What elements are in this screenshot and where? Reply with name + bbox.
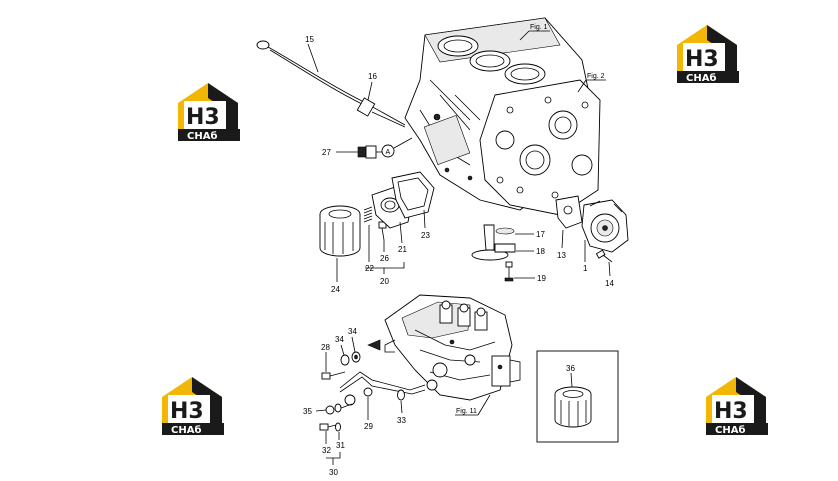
bolt-26: [378, 221, 387, 241]
bolt-35: [325, 403, 353, 415]
label-16: 16: [368, 72, 377, 81]
svg-text:CHAб: CHAб: [686, 72, 716, 84]
label-26: 26: [380, 254, 389, 263]
label-23: 23: [421, 231, 430, 240]
svg-text:H3: H3: [714, 399, 748, 424]
label-30: 30: [329, 468, 338, 477]
pump-bolt: [595, 249, 613, 263]
label-24: 24: [331, 285, 340, 294]
oil-pipe: [339, 371, 426, 406]
figure-ref-1[interactable]: Fig. 1: [519, 24, 550, 41]
dipstick: [256, 40, 406, 128]
fuel-injection-pump: [384, 294, 521, 401]
fig2-label[interactable]: Fig. 2: [587, 73, 605, 80]
watermark-logo-bottom-right: H3 CHAб: [706, 377, 768, 436]
label-34-a: 34: [335, 335, 344, 344]
svg-text:CHAб: CHAб: [715, 424, 745, 436]
oil-pump: [555, 195, 629, 253]
inset-box-36: [536, 350, 619, 443]
watermark-logo-top-left: H3 CHAб: [178, 83, 240, 142]
label-15: 15: [305, 35, 314, 44]
label-20: 20: [380, 277, 389, 286]
bolt-31-32: [319, 422, 341, 432]
label-33: 33: [397, 416, 406, 425]
figure-ref-2[interactable]: Fig. 2: [577, 73, 606, 93]
label-22: 22: [365, 264, 374, 273]
oil-pressure-switch: [357, 145, 385, 159]
relief-spring: [363, 206, 373, 223]
label-13: 13: [557, 251, 566, 260]
label-14: 14: [605, 279, 614, 288]
fig11-label[interactable]: Fig. 11: [456, 408, 477, 415]
gasket-23: [391, 171, 435, 219]
label-36: 36: [566, 364, 575, 373]
svg-text:CHAб: CHAб: [187, 130, 217, 142]
label-21: 21: [398, 245, 407, 254]
watermark-logo-top-right: H3 CHAб: [677, 25, 739, 84]
figure-ref-11[interactable]: Fig. 11: [455, 394, 491, 416]
bolt-28: [321, 371, 346, 380]
svg-text:A: A: [386, 149, 391, 156]
svg-text:H3: H3: [186, 105, 220, 130]
label-1: 1: [583, 264, 588, 273]
label-35: 35: [303, 407, 312, 416]
label-34-b: 34: [348, 327, 357, 336]
label-32: 32: [322, 446, 331, 455]
fitting-arrow: [367, 339, 381, 351]
label-18: 18: [536, 247, 545, 256]
label-28: 28: [321, 343, 330, 352]
watermark-logo-bottom-left: H3 CHAб: [162, 377, 224, 436]
oil-filter-24: [319, 205, 361, 257]
label-31: 31: [336, 441, 345, 450]
label-19: 19: [537, 274, 546, 283]
callout-a[interactable]: A: [381, 137, 413, 158]
label-29: 29: [364, 422, 373, 431]
svg-text:H3: H3: [170, 399, 204, 424]
label-17: 17: [536, 230, 545, 239]
svg-text:H3: H3: [685, 47, 719, 72]
oil-strainer: [471, 224, 516, 282]
label-27: 27: [322, 148, 331, 157]
svg-text:CHAб: CHAб: [171, 424, 201, 436]
fig1-label[interactable]: Fig. 1: [530, 24, 548, 31]
cylinder-block: [404, 17, 601, 216]
